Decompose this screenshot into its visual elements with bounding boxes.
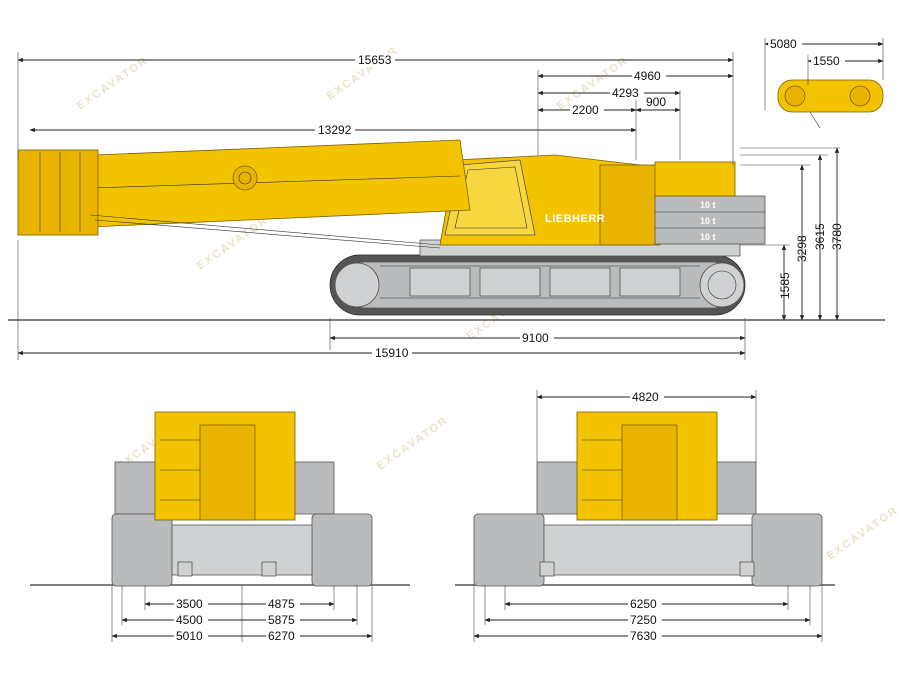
- dim-head-total: 5080: [770, 37, 797, 51]
- dim-tail-mid: 4293: [612, 86, 639, 100]
- telescopic-boom: [17, 139, 471, 249]
- dim-front-left-2: 4500: [176, 613, 203, 627]
- front-view-left: [30, 411, 410, 587]
- counterweight-stack: 10 t 10 t 10 t: [654, 161, 766, 245]
- detached-boom-head: [777, 79, 884, 129]
- watermark: EXCAVATOR: [825, 504, 899, 562]
- dim-front-left-1: 3500: [176, 597, 203, 611]
- front-view-right: [455, 411, 835, 587]
- side-dimensions: 15653 13292 4960 4293 2200 900 5080: [17, 37, 884, 360]
- watermark: EXCAVATOR: [375, 414, 451, 472]
- dim-width-2: 7250: [630, 613, 657, 627]
- counterweight-label: 10 t: [700, 200, 716, 210]
- dim-front-right-1: 4875: [268, 597, 295, 611]
- front-left-dimensions: 3500 4875 4500 5875 5010 6270: [111, 585, 373, 643]
- dim-h3: 3615: [813, 223, 827, 250]
- dim-front-right-2: 5875: [268, 613, 295, 627]
- dim-boom-pivot: 13292: [318, 123, 352, 137]
- dim-front-right-3: 6270: [268, 629, 295, 643]
- crawler-track: [329, 254, 746, 316]
- counterweight-label: 10 t: [700, 216, 716, 226]
- dim-tail-a: 2200: [572, 103, 599, 117]
- watermark: EXCAVATOR: [195, 214, 271, 272]
- dim-width-3: 7630: [630, 629, 657, 643]
- dim-tail-b: 900: [646, 95, 666, 109]
- side-view: LIEBHERR 10 t 10 t 10 t: [8, 37, 885, 360]
- superstructure: LIEBHERR: [419, 154, 741, 257]
- dim-width-1: 6250: [630, 597, 657, 611]
- dim-overall-transport: 15910: [375, 346, 409, 360]
- brand-label: LIEBHERR: [545, 213, 605, 225]
- dim-h2: 3298: [795, 235, 809, 262]
- dim-track-length: 9100: [522, 331, 549, 345]
- dim-head-part: 1550: [813, 54, 840, 68]
- dim-top-width: 4820: [632, 390, 659, 404]
- dim-h4: 3780: [830, 223, 844, 250]
- dim-tail-top: 4960: [634, 69, 661, 83]
- dim-h1: 1585: [778, 272, 792, 299]
- dim-front-left-3: 5010: [176, 629, 203, 643]
- counterweight-label: 10 t: [700, 232, 716, 242]
- dim-overall-length: 15653: [358, 53, 392, 67]
- front-right-dimensions: 4820 6250 7250 7630: [473, 390, 823, 643]
- watermark: EXCAVATOR: [75, 54, 151, 112]
